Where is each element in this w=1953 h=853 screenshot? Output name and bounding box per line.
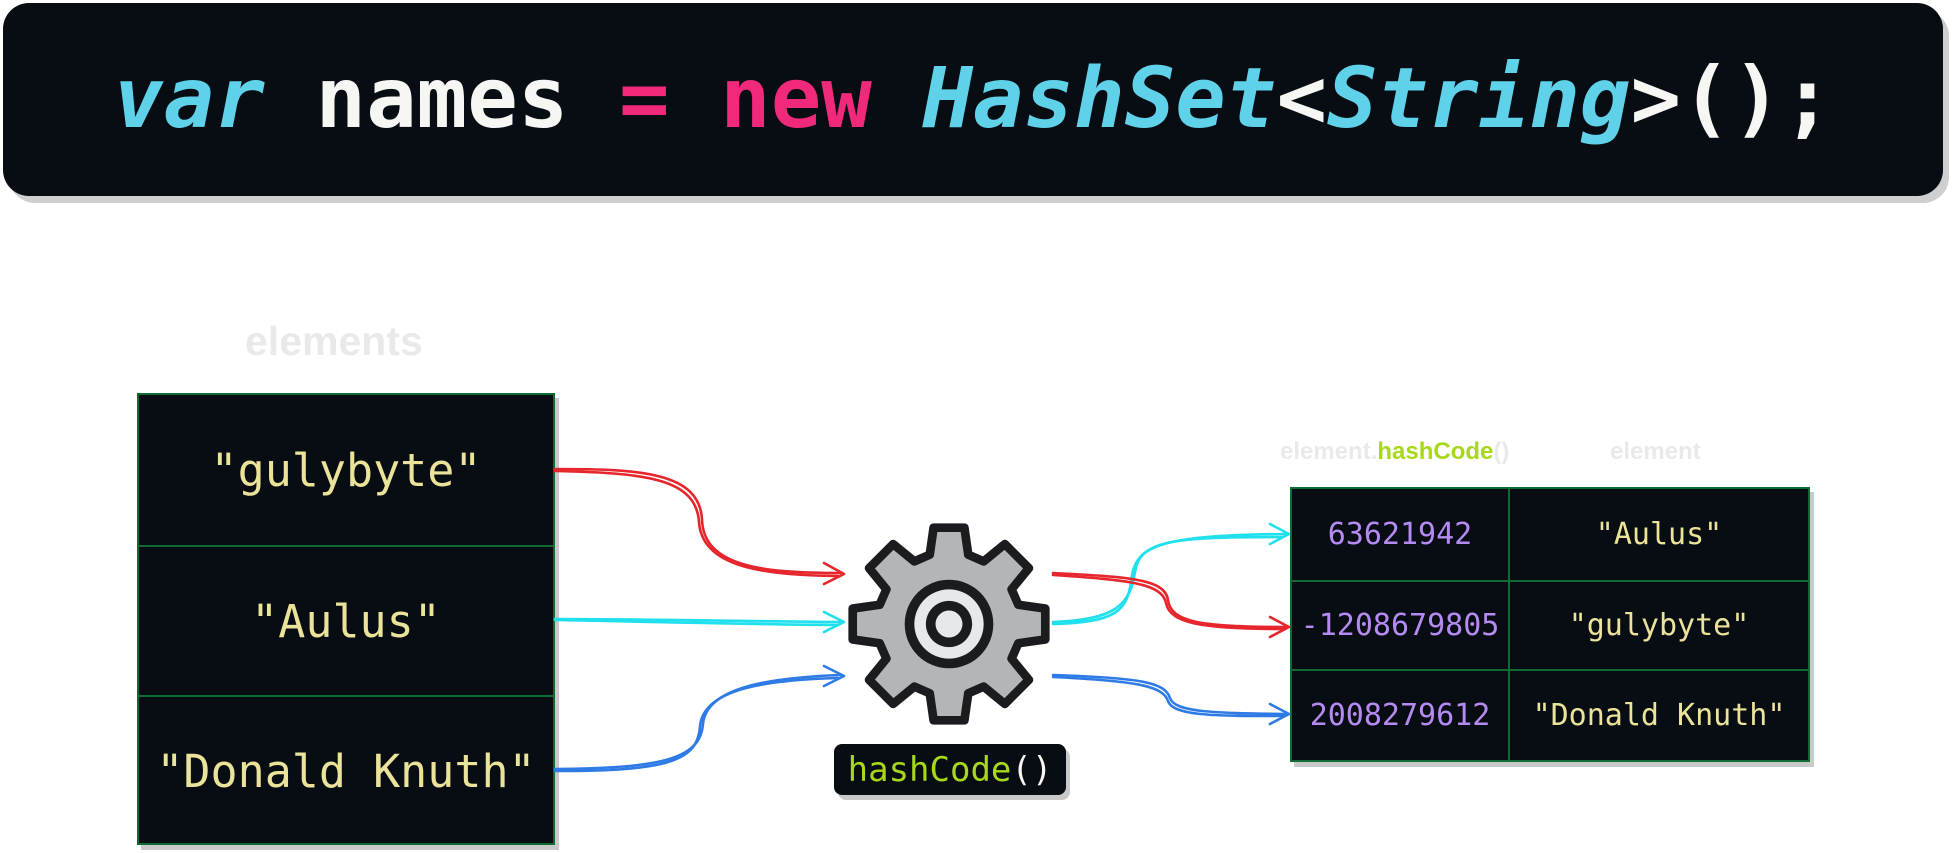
hash-code-cell: 63621942 [1292,489,1510,580]
keyword-new: new [720,48,872,147]
element-column-header: element [1610,438,1701,465]
hash-element-cell: "gulybyte" [1510,580,1808,669]
arrow-knuth-out [1051,673,1291,726]
variable-name: names [315,48,569,147]
arrow-gulybyte-out [1051,571,1291,639]
generic-open: < [1276,48,1328,147]
function-parens: () [1011,749,1053,790]
hash-code-cell: 2008279612 [1292,669,1510,760]
header-prefix: element. [1280,438,1378,465]
gear-icon [848,523,1050,725]
elements-title: elements [245,318,423,364]
type-name: HashSet [922,48,1277,147]
hash-element-cell: "Donald Knuth" [1510,669,1808,760]
header-parens: () [1493,438,1510,465]
arrow-gulybyte-in [553,467,846,586]
type-param: String [1327,48,1631,147]
arrow-aulus-out [1051,522,1291,626]
arrow-aulus-in [553,610,846,634]
code-banner: var names = new HashSet<String>(); [3,3,1943,196]
elements-table: "gulybyte" "Aulus" "Donald Knuth" [137,393,555,845]
header-method: hashCode [1377,438,1494,465]
hashcode-column-header: element.hashCode() [1280,438,1509,466]
element-cell: "gulybyte" [210,443,482,497]
hash-element-cell: "Aulus" [1595,517,1723,552]
element-cell: "Donald Knuth" [139,695,553,845]
assign-operator: = [618,48,670,147]
hash-table: 63621942 "Aulus" -1208679805 "gulybyte" … [1290,487,1810,762]
function-name: hashCode [847,749,1012,790]
constructor-call: (); [1681,48,1833,147]
hash-code-cell: -1208679805 [1292,580,1510,669]
keyword-var: var [113,48,265,147]
arrow-knuth-in [553,664,846,773]
code-line: var names = new HashSet<String>(); [113,56,1833,140]
hashcode-function-label: hashCode() [834,744,1066,795]
element-cell: "Aulus" [139,545,553,695]
generic-close: > [1630,48,1682,147]
